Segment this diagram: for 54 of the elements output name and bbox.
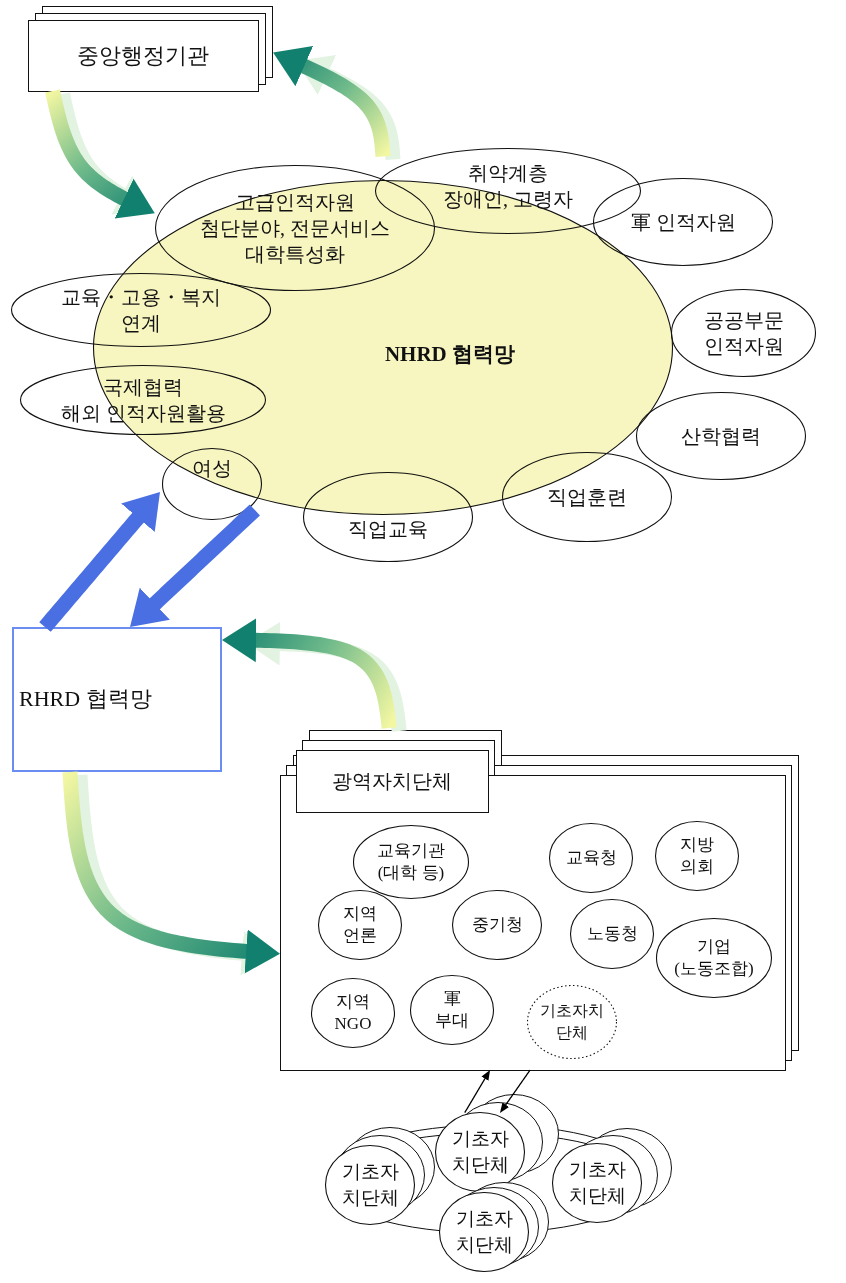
node-label: 기초자치단체 <box>540 1001 604 1043</box>
ellipse <box>502 452 672 542</box>
circle <box>318 890 402 960</box>
circle <box>549 823 633 893</box>
node-label: 광역자치단체 <box>331 769 453 794</box>
stacked-box <box>28 6 273 91</box>
node-label: 軍 인적자원 <box>629 210 737 235</box>
node-heading: 국제협력 <box>102 375 184 400</box>
node-heading: 취약계층 <box>467 161 549 186</box>
node-label: 기업 (노동조합) <box>673 935 755 980</box>
ellipse <box>155 165 435 291</box>
node-label: 중앙행정기관 <box>76 41 210 70</box>
stacked-circle <box>439 1182 549 1272</box>
node-label: 軍 부대 <box>434 987 470 1032</box>
node-label: 기초자치단체 <box>455 1207 513 1257</box>
node-label: 직업훈련 <box>546 485 628 510</box>
node-label: 공공부문 인적자원 <box>702 308 785 359</box>
node-label: 지방 의회 <box>679 833 715 878</box>
ellipse <box>671 289 816 377</box>
ellipse <box>162 448 262 520</box>
ellipse <box>636 392 806 480</box>
node-label: 기초자치단체 <box>341 1160 399 1210</box>
node-label: 중기청 <box>470 913 524 936</box>
circle <box>570 899 654 969</box>
dotted-circle <box>527 985 617 1059</box>
node-label: 직업교육 <box>347 517 429 542</box>
circle <box>410 975 494 1045</box>
circle <box>311 978 395 1048</box>
node-label: RHRD 협력망 <box>19 684 153 713</box>
circle <box>655 821 739 891</box>
node-label: 기초자치단체 <box>568 1158 626 1208</box>
node-label: 교육청 <box>564 846 618 869</box>
node-label: 교육기관 (대학 등) <box>376 839 446 884</box>
ellipse <box>303 472 473 562</box>
node-heading: 고급인적자원 <box>234 190 356 215</box>
node-label: 산학협력 <box>680 424 762 449</box>
stacked-circle <box>325 1127 435 1225</box>
ellipse <box>593 178 773 266</box>
node-label: NHRD 협력망 <box>383 341 517 369</box>
node-label: 지역 NGO <box>333 990 373 1035</box>
stacked-circle <box>552 1128 672 1223</box>
node-label: 기초자치단체 <box>451 1127 509 1177</box>
node-label: 첨단분야, 전문서비스 대학특성화 <box>199 216 391 267</box>
node-label: 지역 언론 <box>342 902 378 947</box>
circle <box>656 918 772 998</box>
circle <box>353 825 469 899</box>
circle <box>452 890 542 960</box>
stacked-circle <box>435 1094 559 1192</box>
node-label: 여성 <box>191 456 233 481</box>
node-label: 장애인, 고령자 <box>442 187 574 212</box>
ellipse <box>20 365 266 435</box>
node-label: 노동청 <box>585 922 639 945</box>
box <box>12 627 222 772</box>
stacked-panel <box>280 728 800 1070</box>
